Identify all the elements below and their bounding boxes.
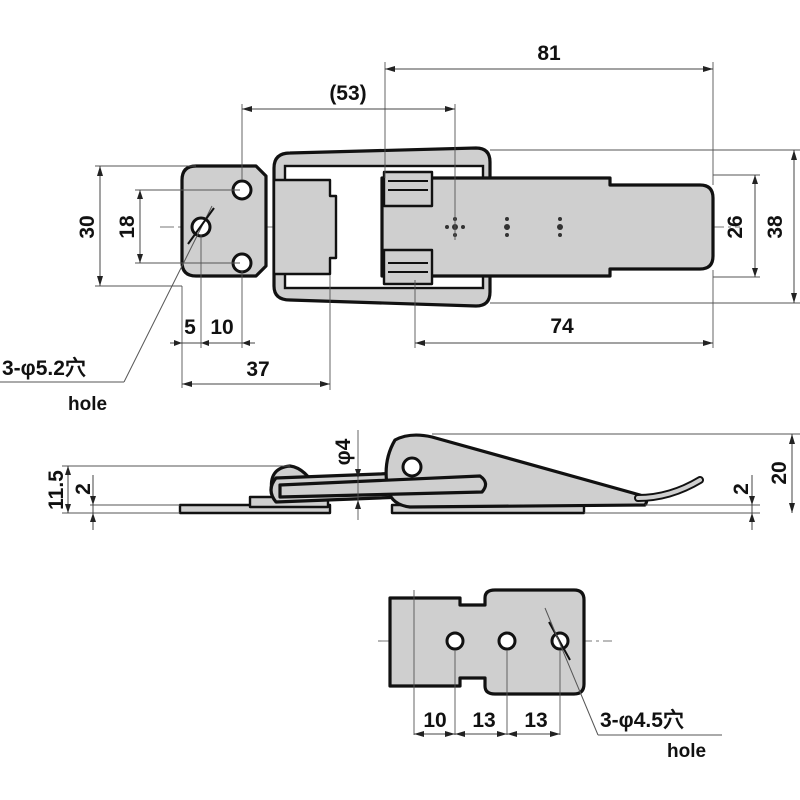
- strike-hole-1: [445, 631, 465, 651]
- lever-knuckle-bottom: [382, 248, 434, 286]
- top-hole-note-sub: hole: [68, 394, 107, 415]
- strike-hole-2: [497, 631, 517, 651]
- dim-strike-10: 10: [423, 709, 446, 732]
- dim-2-right: 2: [730, 483, 753, 495]
- lever-body: [380, 176, 715, 278]
- dim-38: 38: [764, 215, 787, 239]
- dim-74: 74: [550, 315, 574, 338]
- dim-37: 37: [246, 358, 269, 381]
- dim-18: 18: [116, 215, 139, 239]
- dim-11-5: 11.5: [45, 470, 68, 510]
- dim-20: 20: [768, 461, 791, 484]
- strike-hole-note: 3-φ4.5穴: [600, 708, 684, 732]
- dim-10: 10: [210, 316, 233, 339]
- dim-strike-13b: 13: [524, 709, 547, 732]
- top-view: 81 (53) 30 18 26 38: [0, 42, 800, 415]
- dim-5: 5: [184, 316, 196, 339]
- dim-2-left: 2: [72, 483, 95, 495]
- strike-hole-note-sub: hole: [667, 741, 706, 762]
- side-lever: [384, 433, 649, 509]
- dim-81: 81: [537, 42, 561, 65]
- dim-26: 26: [724, 215, 747, 238]
- side-view: 11.5 2 φ4 2 20: [45, 430, 800, 530]
- dim-strike-13a: 13: [472, 709, 495, 732]
- side-wire-overlay: [278, 474, 488, 499]
- strike-plate: [388, 588, 586, 696]
- dim-30: 30: [76, 215, 99, 238]
- dim-wire-dia: φ4: [332, 438, 355, 465]
- dim-53: (53): [329, 82, 366, 105]
- side-pivot: [401, 456, 423, 478]
- top-hole-note: 3-φ5.2穴: [2, 356, 86, 380]
- strike-view: 10 13 13 3-φ4.5穴 hole: [378, 588, 722, 762]
- base-hinge-block: [272, 178, 338, 276]
